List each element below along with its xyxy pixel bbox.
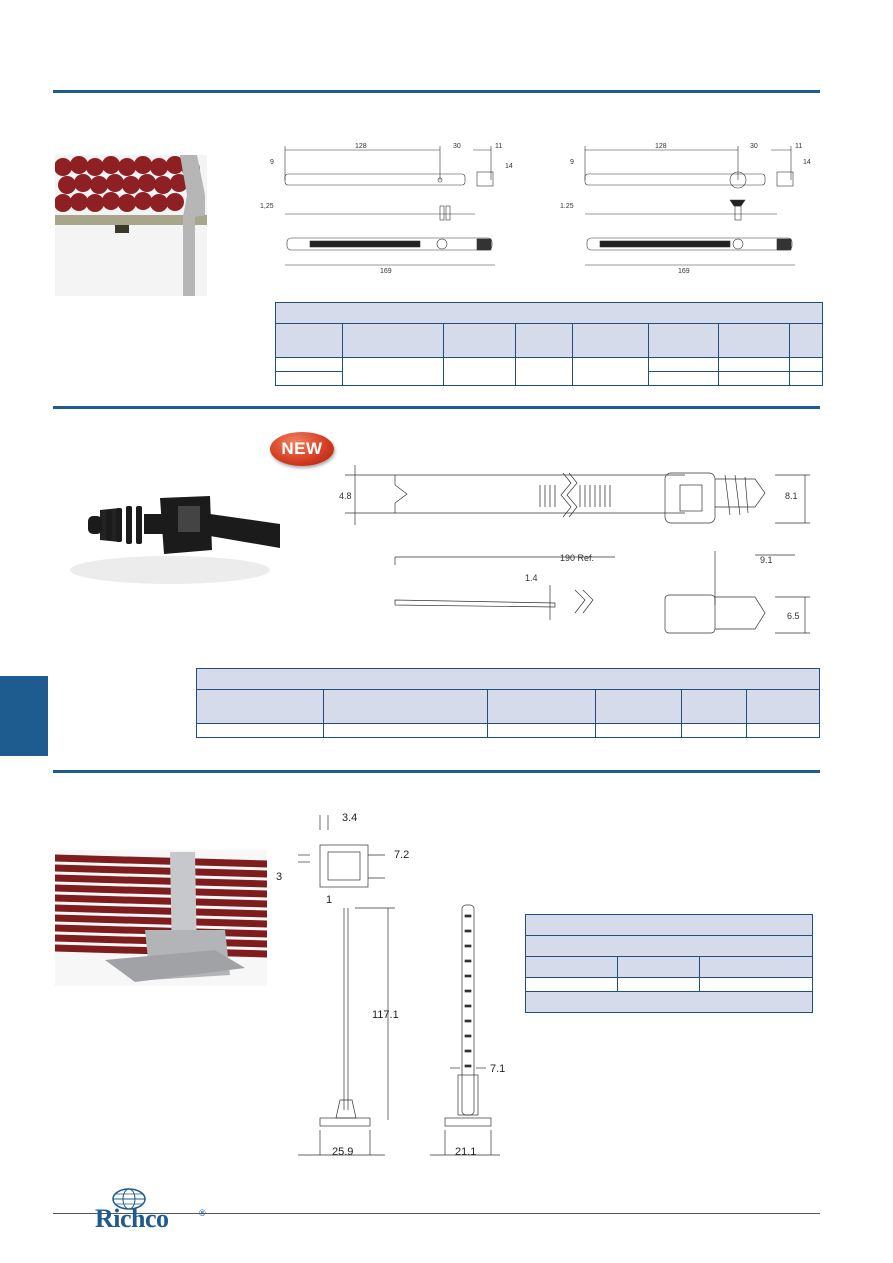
- dim-128: 128: [355, 143, 367, 150]
- table2-title-row: [196, 668, 820, 690]
- table2-cell: [680, 723, 747, 738]
- dim-11-r: 11: [795, 143, 802, 150]
- table3-header-cell: [698, 956, 814, 978]
- table1-header-cell: [571, 323, 649, 358]
- richco-logo: Richco ®: [95, 1188, 215, 1240]
- dim-91: 9.1: [760, 555, 773, 565]
- table2-cell: [195, 723, 325, 738]
- dim-65: 6.5: [787, 611, 800, 621]
- technical-drawing-right: 128 30 11 9 14 1.25 169: [560, 143, 811, 275]
- dim-128-r: 128: [655, 143, 667, 150]
- dim-14-r: 14: [803, 159, 811, 166]
- table1-cell: [515, 357, 573, 386]
- dim-30: 30: [453, 143, 461, 150]
- table1-cell: [647, 371, 720, 386]
- dim-14: 14: [505, 163, 513, 170]
- table1-title-row: [275, 302, 823, 324]
- table3-header-cell: [525, 956, 618, 978]
- dim-125: 1,25: [260, 203, 274, 210]
- registered-mark: ®: [199, 1208, 206, 1218]
- table1-header-cell: [718, 323, 791, 358]
- table3-footer-row: [525, 991, 813, 1013]
- dim-11: 11: [495, 143, 502, 150]
- table1-header-cell: [515, 323, 573, 358]
- table3-title-row: [525, 914, 813, 936]
- dim-169: 169: [380, 268, 392, 275]
- table3-header-cell: [616, 956, 700, 978]
- table2-header-cell: [195, 689, 325, 724]
- table2-cell: [745, 723, 821, 738]
- table2-cell: [594, 723, 682, 738]
- table2-cell: [323, 723, 489, 738]
- table1-cell: [789, 371, 823, 386]
- table1-cell: [443, 357, 517, 386]
- footer-line: [53, 1213, 820, 1214]
- table1-cell: [789, 357, 823, 372]
- table1-header-cell: [275, 323, 343, 358]
- table3-cell: [698, 977, 814, 992]
- section-rule-3: [53, 770, 820, 773]
- spec-table-1: [275, 302, 823, 386]
- table1-cell: [647, 357, 720, 372]
- table1-header-cell: [789, 323, 823, 358]
- table1-cell: [275, 357, 343, 372]
- table3-subtitle-row: [525, 935, 813, 957]
- globe-icon: [112, 1188, 146, 1210]
- dim-9-r: 9: [570, 159, 574, 166]
- dim-3: 3: [276, 871, 282, 883]
- table1-header-cell: [443, 323, 517, 358]
- table1-cell: [571, 357, 649, 386]
- technical-drawing-left: 128 30 11 9 14 1,25 169: [260, 143, 513, 275]
- section-rule-1: [53, 90, 820, 93]
- cable-mount-photo: [55, 850, 267, 986]
- dim-259: 25.9: [332, 1146, 353, 1158]
- dim-72: 7.2: [394, 849, 409, 861]
- dim-71: 7.1: [490, 1063, 505, 1075]
- new-badge: NEW: [270, 432, 334, 466]
- push-mount-tie-photo: [60, 470, 280, 590]
- dim-9: 9: [270, 159, 274, 166]
- push-mount-drawing: 4.8 8.1 190 Ref. 9.1 1.4 6.5: [339, 465, 810, 634]
- side-tab: [0, 676, 48, 756]
- dim-30-r: 30: [750, 143, 758, 150]
- table1-header-cell: [341, 323, 445, 358]
- dim-169-r: 169: [678, 268, 690, 275]
- dim-190-ref: 190 Ref.: [560, 553, 594, 563]
- cable-mount-drawing: 3.4 7.2 3 1 117.1 7.1 25.9 21.1: [276, 812, 505, 1158]
- dim-211: 21.1: [455, 1146, 476, 1158]
- dim-1171: 117.1: [372, 1009, 399, 1021]
- table2-header-cell: [745, 689, 821, 724]
- table1-cell: [275, 371, 343, 386]
- cable-tie-photo-1: [55, 155, 207, 296]
- dim-125-r: 1.25: [560, 203, 574, 210]
- table1-cell: [341, 357, 445, 386]
- table1-cell: [718, 371, 791, 386]
- logo-text: Richco: [95, 1204, 169, 1233]
- table3-cell: [616, 977, 700, 992]
- table2-header-cell: [594, 689, 682, 724]
- dim-81: 8.1: [785, 491, 798, 501]
- table1-header-cell: [647, 323, 720, 358]
- dim-1: 1: [326, 894, 332, 906]
- dim-14: 1.4: [525, 573, 538, 583]
- dim-48: 4.8: [339, 491, 352, 501]
- table1-cell: [718, 357, 791, 372]
- spec-table-3: [525, 914, 814, 1013]
- table2-header-cell: [323, 689, 489, 724]
- dim-34: 3.4: [342, 812, 357, 824]
- table3-cell: [525, 977, 618, 992]
- table2-header-cell: [680, 689, 747, 724]
- table2-cell: [487, 723, 596, 738]
- spec-table-2: [195, 668, 821, 738]
- table2-header-cell: [487, 689, 596, 724]
- section-rule-2: [53, 406, 820, 409]
